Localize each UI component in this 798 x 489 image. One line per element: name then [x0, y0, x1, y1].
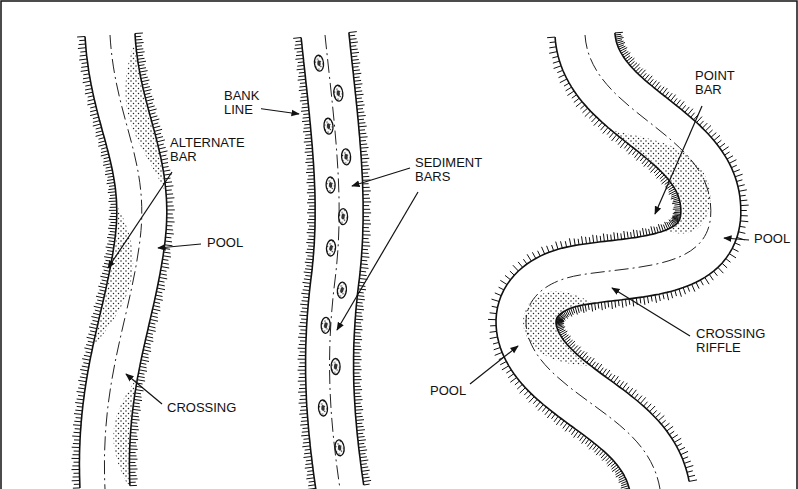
sediment-bars	[94, 42, 711, 487]
bank-line	[496, 37, 681, 489]
bank-hatching	[293, 38, 316, 489]
sediment-bar	[333, 85, 344, 102]
bar-stipple	[125, 42, 165, 191]
bank-line-label: BANK LINE	[222, 88, 261, 119]
bank-hatching	[488, 37, 681, 489]
sediment-bar	[323, 118, 333, 135]
sediment-bar	[326, 177, 336, 193]
sediment-bar	[337, 282, 348, 299]
crossing-riffle-label: CROSSING RIFFLE	[694, 326, 767, 357]
sediment-bar	[314, 55, 325, 72]
sediment-bar	[331, 358, 340, 374]
alternate-bar-label: ALTERNATE BAR	[168, 135, 247, 166]
sediment-bar	[321, 317, 331, 334]
sediment-bars-label: SEDIMENT BARS	[413, 155, 484, 186]
pool-label: POOL	[752, 231, 792, 247]
pool-label: POOL	[428, 383, 468, 399]
bank-hatching	[556, 32, 749, 481]
crossing-label: CROSSING	[165, 400, 238, 416]
channel-centerlines	[104, 35, 710, 489]
point-bar-label: POINT BAR	[693, 68, 737, 99]
leader-lines	[108, 106, 749, 404]
bank-hatching	[72, 37, 117, 489]
sediment-bar	[339, 209, 348, 225]
bar-stipple	[613, 130, 711, 233]
pool-label: POOL	[205, 235, 245, 251]
bank-lines	[72, 32, 749, 489]
sediment-bar	[326, 240, 336, 257]
bank-line	[556, 33, 741, 482]
bank-hatching	[129, 33, 174, 486]
sediment-bar	[318, 400, 328, 417]
bank-line	[129, 34, 166, 486]
sediment-bar	[334, 439, 345, 456]
bank-hatching	[349, 32, 371, 485]
sediment-bar	[341, 149, 351, 166]
